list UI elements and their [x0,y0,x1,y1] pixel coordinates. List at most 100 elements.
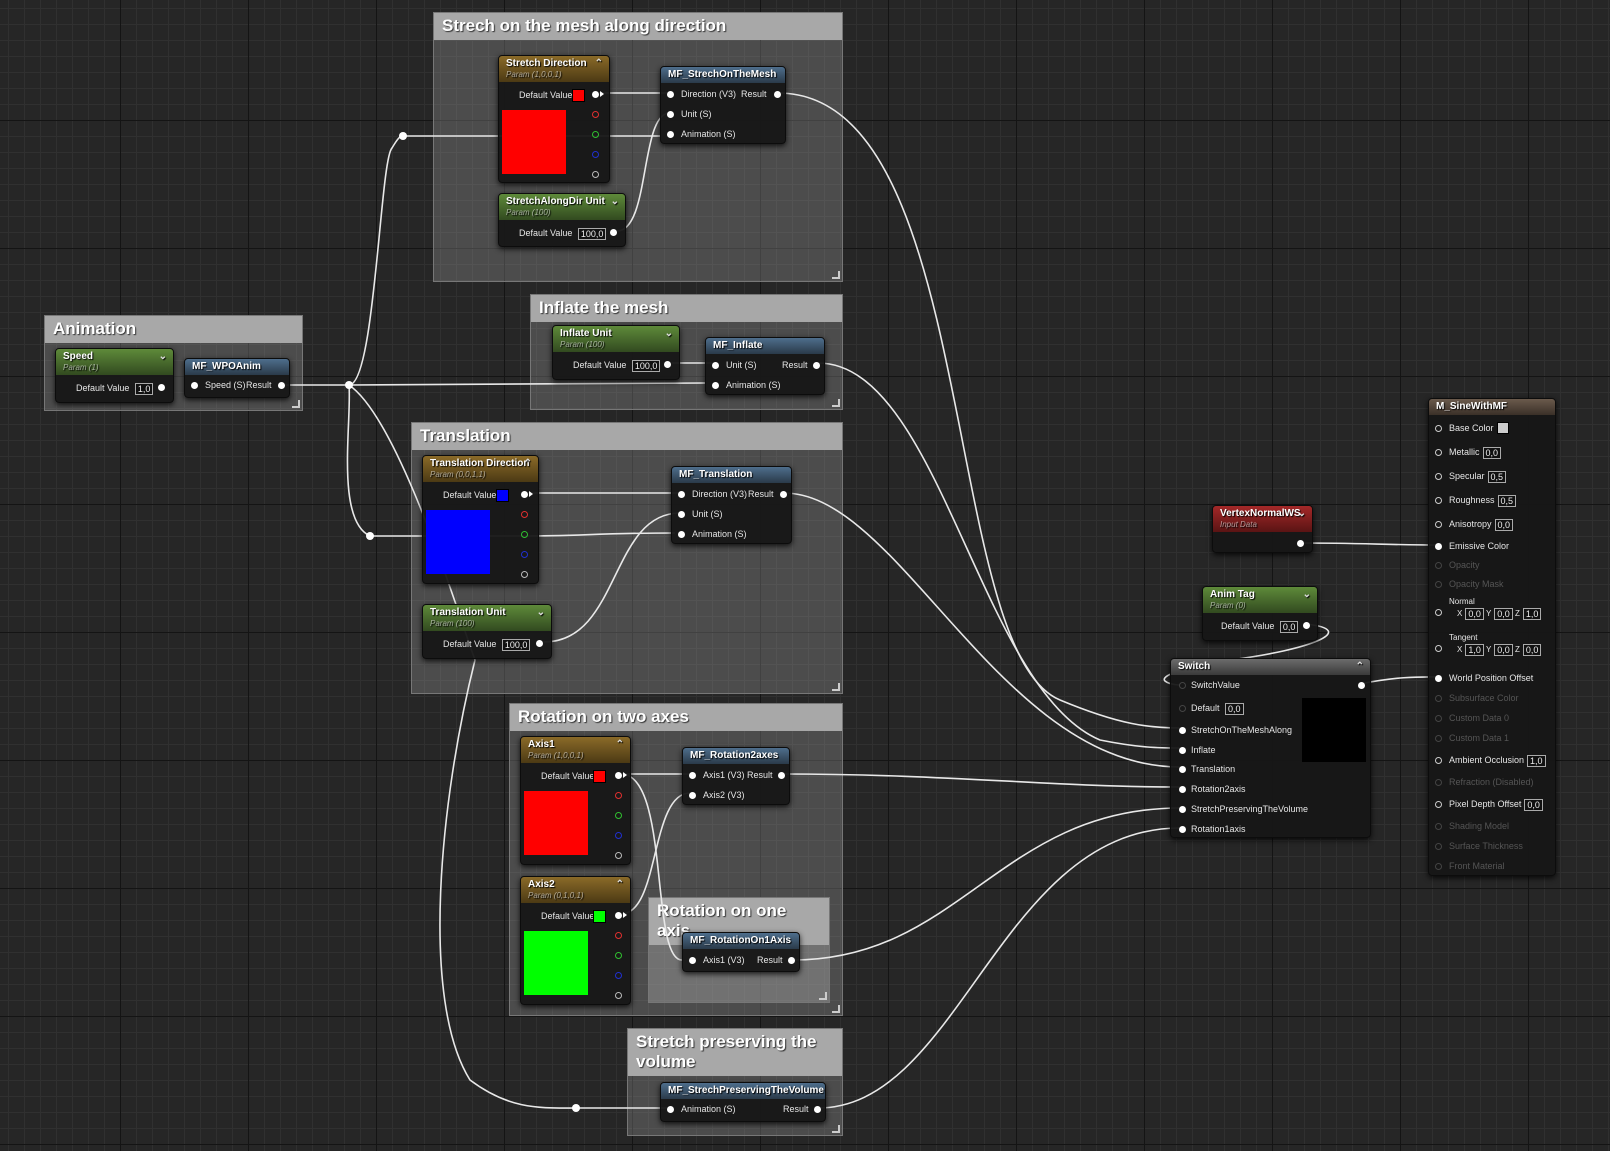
chevron-down-icon[interactable]: ⌄ [1297,508,1306,519]
input-pin-stretch[interactable] [1179,727,1186,734]
color-swatch[interactable] [593,770,606,783]
output-pin-result[interactable] [813,362,820,369]
node-translation-direction[interactable]: Translation Direction Param (0,0,1,1) ⌃ … [422,455,539,584]
node-header[interactable]: MF_Rotation2axes [683,748,789,764]
anisotropy-input[interactable]: 0,0 [1494,518,1514,531]
node-mf-inflate[interactable]: MF_Inflate Unit (S) Result Animation (S) [705,337,825,395]
output-pin-a[interactable] [592,171,599,178]
chevron-up-icon[interactable]: ⌃ [594,58,603,69]
color-swatch[interactable] [572,89,585,102]
input-pin-specular[interactable] [1435,473,1442,480]
output-pin-rgb[interactable] [592,91,599,98]
node-anim-tag[interactable]: Anim Tag Param (0) ⌄ Default Value 0,0 [1202,586,1318,641]
resize-handle[interactable] [819,992,827,1000]
default-value-input[interactable]: 0,0 [1225,702,1244,715]
output-pin[interactable] [1303,622,1310,629]
color-swatch[interactable] [496,489,509,502]
node-header[interactable]: MF_RotationOn1Axis [683,933,799,949]
default-value-input[interactable]: 100,0 [577,227,607,240]
input-pin-axis1[interactable] [689,957,696,964]
node-translation-unit[interactable]: Translation Unit Param (100) ⌄ Default V… [422,604,552,659]
input-pin-pdo[interactable] [1435,801,1442,808]
node-mf-translation[interactable]: MF_Translation Direction (V3) Result Uni… [671,466,792,544]
output-pin-a[interactable] [615,852,622,859]
input-pin-rotation2[interactable] [1179,786,1186,793]
node-switch[interactable]: Switch ⌃ SwitchValue Default 0,0 Stretch… [1170,658,1371,838]
input-pin-direction[interactable] [678,491,685,498]
output-pin-rgb[interactable] [521,491,528,498]
input-pin-axis2[interactable] [689,792,696,799]
node-header[interactable]: Translation Direction Param (0,0,1,1) ⌃ [423,456,538,482]
input-pin-metallic[interactable] [1435,449,1442,456]
input-pin-emissive[interactable] [1435,543,1442,550]
input-pin-opacity[interactable] [1435,562,1442,569]
roughness-input[interactable]: 0,5 [1497,494,1517,507]
output-pin-result[interactable] [278,382,285,389]
input-pin-custom1[interactable] [1435,735,1442,742]
default-value-input[interactable]: 1,0 [134,382,154,395]
output-pin[interactable] [610,229,617,236]
input-pin-unit[interactable] [667,111,674,118]
output-pin-g[interactable] [592,131,599,138]
output-pin-g[interactable] [615,952,622,959]
chevron-up-icon[interactable]: ⌃ [523,458,532,469]
input-pin-base-color[interactable] [1435,425,1442,432]
input-pin-translation[interactable] [1179,766,1186,773]
pdo-input[interactable]: 0,0 [1524,798,1543,811]
input-pin-opacity-mask[interactable] [1435,581,1442,588]
output-pin-result[interactable] [814,1106,821,1113]
node-stretch-unit[interactable]: StretchAlongDir Unit Param (100) ⌄ Defau… [498,193,626,247]
node-header[interactable]: Axis1 Param (1,0,0,1) ⌃ [521,737,630,763]
output-pin-b[interactable] [615,972,622,979]
chevron-down-icon[interactable]: ⌄ [664,328,673,339]
output-pin-b[interactable] [615,832,622,839]
input-pin-unit[interactable] [678,511,685,518]
input-pin-direction[interactable] [667,91,674,98]
node-vertex-normal[interactable]: VertexNormalWS Input Data ⌄ [1212,505,1313,553]
output-pin[interactable] [1358,682,1365,689]
metallic-input[interactable]: 0,0 [1482,446,1502,459]
input-pin-animation[interactable] [678,531,685,538]
input-pin-rotation1[interactable] [1179,826,1186,833]
node-mf-wpo[interactable]: MF_WPOAnim Speed (S) Result [184,358,290,398]
chevron-down-icon[interactable]: ⌄ [1302,589,1311,600]
input-pin-surface-thickness[interactable] [1435,843,1442,850]
input-pin-wpo[interactable] [1435,675,1442,682]
normal-y-input[interactable]: 0,0 [1494,607,1513,620]
tangent-x-input[interactable]: 1,0 [1465,643,1484,656]
node-header[interactable]: MF_StrechOnTheMesh [661,67,785,83]
node-speed[interactable]: Speed Param (1) ⌄ Default Value 1,0 [55,348,174,403]
resize-handle[interactable] [832,1005,840,1013]
input-pin-tangent[interactable] [1435,645,1442,652]
output-pin[interactable] [1297,540,1304,547]
node-header[interactable]: MF_Translation [672,467,791,483]
node-header[interactable]: M_SineWithMF [1429,399,1555,415]
output-pin-r[interactable] [521,511,528,518]
ao-input[interactable]: 1,0 [1527,754,1546,767]
tangent-z-input[interactable]: 0,0 [1522,643,1542,656]
comment-stretch[interactable]: Strech on the mesh along direction [433,12,843,282]
output-pin-result[interactable] [780,491,787,498]
output-pin-b[interactable] [592,151,599,158]
output-pin-result[interactable] [774,91,781,98]
output-pin-b[interactable] [521,551,528,558]
input-pin-animation[interactable] [667,1106,674,1113]
input-pin-custom0[interactable] [1435,715,1442,722]
output-pin-result[interactable] [778,772,785,779]
resize-handle[interactable] [832,683,840,691]
input-pin-animation[interactable] [712,382,719,389]
input-pin-unit[interactable] [712,362,719,369]
output-pin-r[interactable] [592,111,599,118]
input-pin-shading-model[interactable] [1435,823,1442,830]
node-header[interactable]: MF_Inflate [706,338,824,354]
output-pin[interactable] [536,640,543,647]
normal-z-input[interactable]: 1,0 [1522,607,1542,620]
chevron-up-icon[interactable]: ⌃ [1355,661,1364,672]
output-pin-g[interactable] [615,812,622,819]
chevron-down-icon[interactable]: ⌄ [158,351,167,362]
input-pin-anisotropy[interactable] [1435,521,1442,528]
output-pin-a[interactable] [615,992,622,999]
node-inflate-unit[interactable]: Inflate Unit Param (100) ⌄ Default Value… [552,325,680,380]
node-mf-stretch[interactable]: MF_StrechOnTheMesh Direction (V3) Result… [660,66,786,144]
